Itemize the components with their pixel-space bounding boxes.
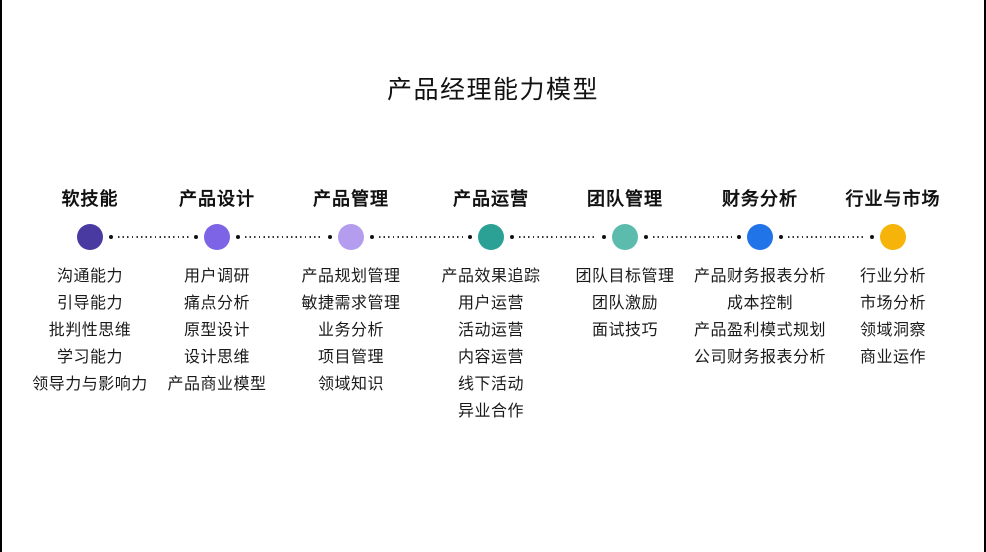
skill-item: 业务分析 — [317, 322, 384, 339]
skill-list: 团队目标管理团队激励面试技巧 — [540, 263, 710, 344]
skill-item: 异业合作 — [457, 403, 524, 420]
category-dot-soft-skills — [77, 224, 103, 250]
connector-end-dot — [602, 235, 606, 239]
category-title: 软技能 — [61, 189, 119, 209]
category-column-soft-skills: 软技能 沟通能力引导能力批判性思维学习能力领导力与影响力 — [5, 189, 175, 398]
dotted-line — [379, 236, 463, 238]
skill-item: 产品效果追踪 — [441, 268, 541, 285]
skill-item: 痛点分析 — [183, 295, 250, 312]
category-title: 团队管理 — [587, 189, 663, 209]
category-title: 产品管理 — [313, 189, 389, 209]
category-dot-product-design — [204, 224, 230, 250]
skill-list: 沟通能力引导能力批判性思维学习能力领导力与影响力 — [5, 263, 175, 398]
connector-end-dot — [370, 235, 374, 239]
skill-item: 公司财务报表分析 — [693, 349, 826, 366]
skill-list: 行业分析市场分析领域洞察商业运作 — [808, 263, 978, 371]
skill-item: 用户运营 — [457, 295, 524, 312]
skill-item: 原型设计 — [183, 322, 250, 339]
skill-item: 面试技巧 — [591, 322, 658, 339]
skill-list: 产品财务报表分析成本控制产品盈利模式规划公司财务报表分析 — [675, 263, 845, 371]
skill-list: 产品规划管理敏捷需求管理业务分析项目管理领域知识 — [266, 263, 436, 398]
skill-item: 领导力与影响力 — [32, 376, 148, 393]
skill-item: 敏捷需求管理 — [301, 295, 401, 312]
dotted-line — [118, 236, 189, 238]
skill-list: 用户调研痛点分析原型设计设计思维产品商业模型 — [132, 263, 302, 398]
category-column-team-management: 团队管理 团队目标管理团队激励面试技巧 — [540, 189, 710, 344]
category-title: 产品运营 — [453, 189, 529, 209]
timeline-connector — [236, 234, 332, 240]
skill-item: 批判性思维 — [48, 322, 132, 339]
page-title: 产品经理能力模型 — [386, 76, 599, 104]
category-column-industry-market: 行业与市场 行业分析市场分析领域洞察商业运作 — [808, 189, 978, 371]
skill-item: 团队激励 — [591, 295, 658, 312]
skill-item: 线下活动 — [457, 376, 524, 393]
connector-end-dot — [737, 235, 741, 239]
connector-end-dot — [644, 235, 648, 239]
dotted-line — [653, 236, 732, 238]
skill-item: 产品财务报表分析 — [693, 268, 826, 285]
skill-item: 引导能力 — [56, 295, 123, 312]
connector-end-dot — [468, 235, 472, 239]
skill-item: 团队目标管理 — [575, 268, 675, 285]
timeline-connector — [370, 234, 472, 240]
connector-end-dot — [194, 235, 198, 239]
category-column-product-operations: 产品运营 产品效果追踪用户运营活动运营内容运营线下活动异业合作 — [406, 189, 576, 425]
skill-item: 行业分析 — [859, 268, 926, 285]
connector-end-dot — [510, 235, 514, 239]
skill-item: 成本控制 — [726, 295, 793, 312]
connector-end-dot — [870, 235, 874, 239]
category-dot-industry-market — [880, 224, 906, 250]
skill-item: 设计思维 — [183, 349, 250, 366]
skill-item: 市场分析 — [859, 295, 926, 312]
skill-item: 产品规划管理 — [301, 268, 401, 285]
connector-end-dot — [109, 235, 113, 239]
timeline-connector — [109, 234, 198, 240]
skill-item: 学习能力 — [56, 349, 123, 366]
category-dot-product-management — [338, 224, 364, 250]
dotted-line — [788, 236, 865, 238]
skill-item: 项目管理 — [317, 349, 384, 366]
connector-end-dot — [779, 235, 783, 239]
skill-item: 活动运营 — [457, 322, 524, 339]
timeline-connector — [644, 234, 741, 240]
skill-item: 产品商业模型 — [167, 376, 267, 393]
category-column-product-management: 产品管理 产品规划管理敏捷需求管理业务分析项目管理领域知识 — [266, 189, 436, 398]
skill-item: 领域洞察 — [859, 322, 926, 339]
category-title: 财务分析 — [722, 189, 798, 209]
category-title: 行业与市场 — [845, 189, 941, 209]
category-dot-team-management — [612, 224, 638, 250]
skill-item: 沟通能力 — [56, 268, 123, 285]
category-column-financial-analysis: 财务分析 产品财务报表分析成本控制产品盈利模式规划公司财务报表分析 — [675, 189, 845, 371]
category-dot-product-operations — [478, 224, 504, 250]
connector-end-dot — [328, 235, 332, 239]
skill-item: 领域知识 — [317, 376, 384, 393]
dotted-line — [519, 236, 597, 238]
category-column-product-design: 产品设计 用户调研痛点分析原型设计设计思维产品商业模型 — [132, 189, 302, 398]
timeline-connector — [779, 234, 874, 240]
skill-list: 产品效果追踪用户运营活动运营内容运营线下活动异业合作 — [406, 263, 576, 425]
connector-end-dot — [236, 235, 240, 239]
timeline-connector — [510, 234, 606, 240]
skill-item: 商业运作 — [859, 349, 926, 366]
category-dot-financial-analysis — [747, 224, 773, 250]
category-title: 产品设计 — [179, 189, 255, 209]
dotted-line — [245, 236, 323, 238]
skill-item: 产品盈利模式规划 — [693, 322, 826, 339]
skill-item: 内容运营 — [457, 349, 524, 366]
skill-item: 用户调研 — [183, 268, 250, 285]
